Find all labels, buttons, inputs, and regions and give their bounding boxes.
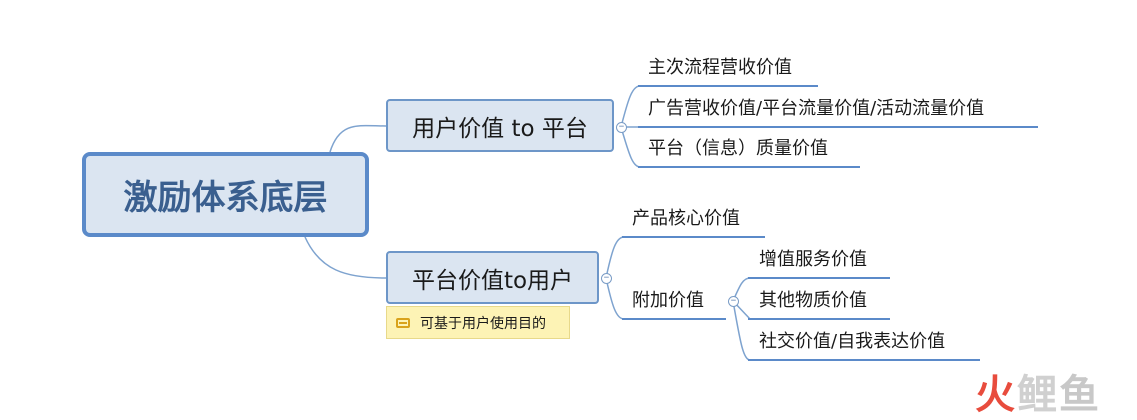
leaf-label: 产品核心价值 <box>632 208 740 229</box>
watermark-logo: 火鲤鱼 <box>975 362 1101 420</box>
branch-node-user-to-platform[interactable]: 用户价值 to 平台 <box>386 99 614 152</box>
root-label: 激励体系底层 <box>123 178 328 218</box>
leaf-node[interactable]: 主次流程营收价值 <box>648 56 792 80</box>
connector-root-branch1 <box>329 124 387 153</box>
connector-b2-c1 <box>605 236 625 279</box>
branch-node-platform-to-user[interactable]: 平台价值to用户 <box>386 251 599 304</box>
branch-note[interactable]: 可基于用户使用目的 <box>386 306 570 339</box>
leaf-label: 增值服务价值 <box>759 249 867 270</box>
note-icon <box>396 317 410 328</box>
leaf-node[interactable]: 广告营收价值/平台流量价值/活动流量价值 <box>648 97 984 121</box>
leaf-node[interactable]: 增值服务价值 <box>759 248 867 272</box>
connector-root-branch2 <box>304 236 387 279</box>
leaf-label: 其他物质价值 <box>759 290 867 311</box>
collapse-minus-circle-icon[interactable]: − <box>601 273 612 284</box>
leaf-node[interactable]: 平台（信息）质量价值 <box>648 137 828 161</box>
connector-b1-c3 <box>620 126 641 168</box>
watermark-char: 鲤 <box>1017 372 1059 418</box>
leaf-label: 社交价值/自我表达价值 <box>759 331 946 352</box>
root-node[interactable]: 激励体系底层 <box>82 152 369 237</box>
collapse-minus-circle-icon[interactable]: − <box>728 296 739 307</box>
subbranch-label: 附加价值 <box>632 290 704 311</box>
leaf-label: 主次流程营收价值 <box>648 57 792 78</box>
connector-b2-c2 <box>605 277 625 320</box>
branch-label: 平台价值to用户 <box>411 267 574 294</box>
collapse-minus-circle-icon[interactable]: − <box>616 122 627 133</box>
note-text: 可基于用户使用目的 <box>420 315 546 332</box>
leaf-node[interactable]: 产品核心价值 <box>632 207 740 231</box>
leaf-node[interactable]: 社交价值/自我表达价值 <box>759 330 945 354</box>
watermark-char: 火 <box>975 372 1017 418</box>
connector-b1-c1 <box>620 85 641 128</box>
leaf-label: 平台（信息）质量价值 <box>648 138 828 159</box>
branch-label: 用户价值 to 平台 <box>412 115 588 142</box>
leaf-node[interactable]: 其他物质价值 <box>759 289 867 313</box>
subbranch-node-added-value[interactable]: 附加价值 <box>632 289 704 313</box>
leaf-label: 广告营收价值/平台流量价值/活动流量价值 <box>648 98 985 119</box>
watermark-char: 鱼 <box>1059 372 1101 418</box>
